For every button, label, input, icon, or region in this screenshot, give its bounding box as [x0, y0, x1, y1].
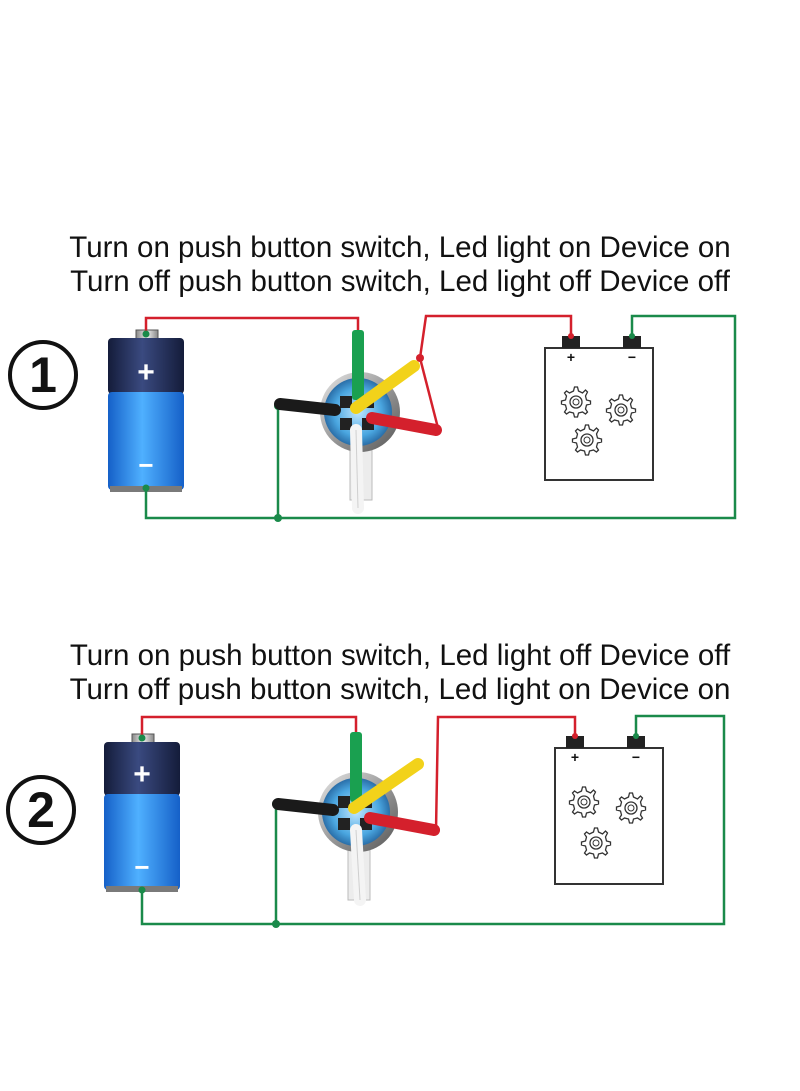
battery-minus-label: − [138, 450, 153, 480]
wire-battery-minus-return [144, 314, 737, 520]
junction-dot [138, 886, 146, 894]
device-plus-label: + [567, 349, 575, 365]
diagram-number-1: 1 [8, 340, 78, 410]
wire-red-bridge [418, 357, 440, 429]
battery-2: + − [104, 733, 180, 892]
wire-battery-minus-return [140, 714, 726, 926]
wire-switch-to-device-plus [434, 715, 577, 831]
gear-icon [560, 386, 592, 418]
junction-dot [142, 484, 150, 492]
gear-icon [605, 394, 637, 426]
junction-dot [272, 920, 280, 928]
diagram-1: + − [108, 314, 737, 522]
device-minus-label: − [632, 749, 640, 765]
caption-1-line-2: Turn off push button switch, Led light o… [70, 265, 730, 298]
diagram-2: + − [104, 714, 726, 928]
device-1: + − [544, 333, 654, 481]
battery-minus-label: − [134, 852, 149, 882]
caption-diagram-2: Turn on push button switch, Led light of… [0, 639, 800, 707]
wire-switch-to-device-plus [418, 314, 573, 359]
gear-icon [571, 424, 603, 456]
junction-dot [274, 514, 282, 522]
gear-icon [615, 792, 647, 824]
junction-dot [138, 734, 146, 742]
device-2: + − [554, 733, 664, 885]
caption-diagram-1: Turn on push button switch, Led light on… [0, 231, 800, 299]
junction-dot [416, 354, 424, 362]
gear-icon [580, 827, 612, 859]
push-button-switch-2 [272, 732, 440, 906]
caption-1-line-1: Turn on push button switch, Led light on… [69, 231, 731, 264]
device-plus-label: + [571, 749, 579, 765]
junction-dot [142, 330, 150, 338]
push-button-switch-1 [274, 330, 442, 514]
diagram-number-2: 2 [6, 775, 76, 845]
battery-1: + − [108, 329, 184, 492]
battery-plus-label: + [133, 758, 151, 791]
battery-plus-label: + [137, 356, 155, 389]
device-minus-label: − [628, 349, 636, 365]
gear-icon [568, 786, 600, 818]
caption-2-line-2: Turn off push button switch, Led light o… [69, 673, 731, 706]
wire-battery-plus-to-switch [140, 715, 358, 738]
caption-2-line-1: Turn on push button switch, Led light of… [69, 639, 731, 672]
